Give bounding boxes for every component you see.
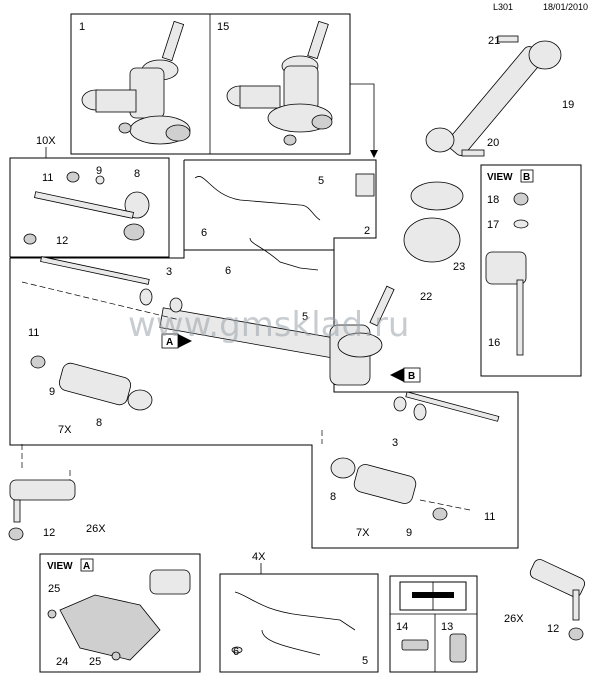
label-14: 14 <box>396 621 408 633</box>
label-19: 19 <box>562 99 574 111</box>
label-12-left: 12 <box>43 527 55 539</box>
label-10x: 10X <box>36 135 56 147</box>
diagram-code: L301 <box>493 2 513 12</box>
label-16: 16 <box>488 337 500 349</box>
top-steering-gear-box: 1 15 <box>70 13 351 155</box>
label-12-kit: 12 <box>56 235 68 247</box>
label-9-right: 9 <box>406 527 412 539</box>
steering-gear-1-drawing <box>81 20 191 145</box>
book-wrench-icon <box>399 581 467 611</box>
view-a-title: VIEW <box>47 561 73 572</box>
label-8-main: 8 <box>96 417 102 429</box>
view-b-box: VIEW B 18 17 16 <box>480 164 582 377</box>
label-17: 17 <box>487 219 499 231</box>
view-a-letter: A <box>83 561 90 572</box>
label-9-kit: 9 <box>96 165 102 177</box>
label-9-main: 9 <box>49 386 55 398</box>
watermark: www.gmsklad.ru <box>128 305 409 345</box>
label-6-line: 6 <box>201 227 207 239</box>
label-13: 13 <box>441 621 453 633</box>
service-box: 14 13 <box>389 575 478 673</box>
label-25-bottom: 25 <box>89 656 101 668</box>
tie-rod-end-left: 26X 12 <box>8 479 106 541</box>
label-3-right: 3 <box>392 437 398 449</box>
label-25-top: 25 <box>48 583 60 595</box>
label-11-right: 11 <box>484 511 495 523</box>
label-6-kit: 6 <box>233 646 239 658</box>
label-8-kit: 8 <box>134 168 140 180</box>
view-a-box: VIEW A 25 24 25 <box>39 553 201 673</box>
diagram-date: 18/01/2010 <box>543 2 588 12</box>
fluid-lines-box: 5 6 2 <box>183 159 377 271</box>
label-6-main: 6 <box>225 265 231 277</box>
tie-rod-kit-box-10x: 10X 11 9 8 12 <box>9 135 170 258</box>
steering-shaft-assembly: 21 19 20 23 22 <box>403 35 574 303</box>
label-7x-main: 7X <box>58 424 72 436</box>
main-assembly-box: A B 6 5 3 11 9 7X 8 3 8 7X 9 11 <box>9 249 519 549</box>
label-20: 20 <box>487 137 499 149</box>
pointer-line <box>350 83 375 152</box>
label-21: 21 <box>488 35 500 47</box>
pointer-arrowhead <box>370 150 378 158</box>
label-11-main: 11 <box>28 327 39 339</box>
view-b-arrow-label: B <box>408 371 415 382</box>
label-26x-right: 26X <box>504 613 524 625</box>
label-24: 24 <box>56 656 68 668</box>
view-b-letter: B <box>523 172 530 183</box>
label-5-line: 5 <box>318 175 324 187</box>
label-7x-right: 7X <box>356 527 370 539</box>
label-26x-left: 26X <box>86 523 106 535</box>
label-5-kit: 5 <box>362 655 368 667</box>
label-1: 1 <box>79 21 85 33</box>
steering-gear-15-drawing <box>226 20 333 146</box>
label-15: 15 <box>217 21 229 33</box>
view-a-arrow: A <box>161 333 192 349</box>
label-12-right: 12 <box>547 623 559 635</box>
label-5-main: 5 <box>302 311 308 323</box>
label-2: 2 <box>364 225 370 237</box>
tie-rod-end-right: 26X 12 <box>504 559 586 641</box>
view-b-title: VIEW <box>487 172 513 183</box>
label-3-main: 3 <box>166 266 172 278</box>
label-11-kit: 11 <box>42 172 53 184</box>
view-b-arrow: B <box>390 367 421 383</box>
view-a-arrow-label: A <box>166 337 173 348</box>
label-8-right: 8 <box>330 491 336 503</box>
label-22: 22 <box>420 291 432 303</box>
label-18: 18 <box>487 194 499 206</box>
label-23: 23 <box>453 261 465 273</box>
fluid-line-kit-box-4x: 4X 6 5 <box>219 551 379 673</box>
label-4x: 4X <box>252 551 266 563</box>
